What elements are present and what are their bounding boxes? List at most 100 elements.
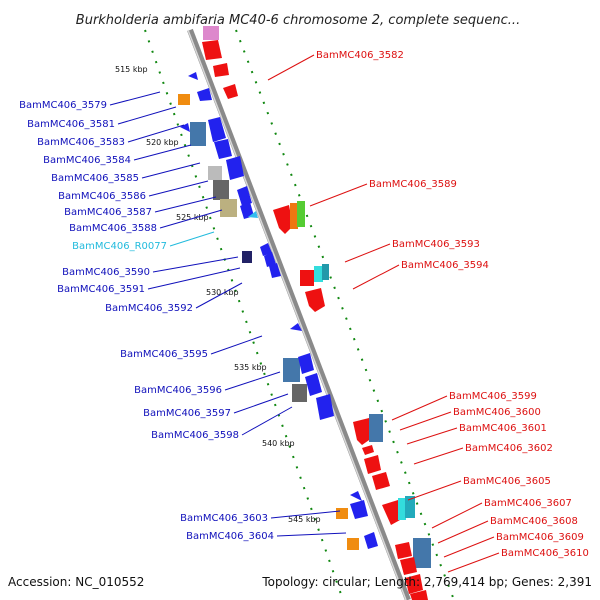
label-leader-line bbox=[154, 196, 217, 213]
gene-label-bammc406-3608[interactable]: BamMC406_3608 bbox=[490, 516, 578, 527]
gene-feature[interactable] bbox=[314, 266, 323, 282]
gene-feature[interactable] bbox=[369, 414, 383, 442]
gene-feature[interactable] bbox=[364, 455, 381, 474]
gene-label-bammc406-3581[interactable]: BamMC406_3581 bbox=[27, 119, 115, 130]
gene-feature[interactable] bbox=[197, 88, 212, 101]
label-leader-line bbox=[391, 395, 448, 421]
gene-label-bammc406-3588[interactable]: BamMC406_3588 bbox=[69, 223, 157, 234]
gene-label-bammc406-3596[interactable]: BamMC406_3596 bbox=[134, 385, 222, 396]
gene-feature[interactable] bbox=[398, 498, 406, 520]
gene-feature[interactable] bbox=[223, 84, 238, 99]
gene-feature[interactable] bbox=[362, 445, 374, 455]
gene-feature[interactable] bbox=[180, 123, 190, 132]
gene-label-bammc406-3607[interactable]: BamMC406_3607 bbox=[484, 498, 572, 509]
gene-feature[interactable] bbox=[382, 500, 400, 525]
gene-label-bammc406-3597[interactable]: BamMC406_3597 bbox=[143, 408, 231, 419]
gene-feature[interactable] bbox=[372, 472, 390, 490]
gene-feature[interactable] bbox=[208, 117, 226, 142]
gene-feature[interactable] bbox=[305, 373, 322, 396]
label-leader-line bbox=[399, 411, 452, 431]
gene-label-bammc406-3589[interactable]: BamMC406_3589 bbox=[369, 179, 457, 190]
gene-feature[interactable] bbox=[395, 542, 412, 559]
gene-label-bammc406-3579[interactable]: BamMC406_3579 bbox=[19, 100, 107, 111]
gene-label-bammc406-r0077[interactable]: BamMC406_R0077 bbox=[72, 241, 167, 252]
gene-feature[interactable] bbox=[405, 496, 415, 518]
rna-feature[interactable] bbox=[248, 211, 258, 218]
gene-label-bammc406-3604[interactable]: BamMC406_3604 bbox=[186, 531, 274, 542]
gene-feature[interactable] bbox=[202, 40, 222, 60]
label-leader-line bbox=[276, 532, 347, 537]
gene-feature[interactable] bbox=[316, 394, 334, 420]
gene-feature[interactable] bbox=[336, 508, 348, 519]
label-leader-line bbox=[141, 162, 201, 179]
gene-feature[interactable] bbox=[347, 538, 359, 550]
label-leader-line bbox=[407, 480, 462, 501]
gene-label-bammc406-3598[interactable]: BamMC406_3598 bbox=[151, 430, 239, 441]
gene-feature[interactable] bbox=[214, 139, 232, 159]
gene-feature[interactable] bbox=[413, 538, 431, 568]
gene-feature[interactable] bbox=[300, 270, 314, 286]
gene-label-bammc406-3603[interactable]: BamMC406_3603 bbox=[180, 513, 268, 524]
gene-feature[interactable] bbox=[400, 557, 417, 575]
gene-feature[interactable] bbox=[213, 63, 229, 77]
gene-label-bammc406-3610[interactable]: BamMC406_3610 bbox=[501, 548, 589, 559]
gene-label-bammc406-3593[interactable]: BamMC406_3593 bbox=[392, 239, 480, 250]
gene-label-bammc406-3587[interactable]: BamMC406_3587 bbox=[64, 207, 152, 218]
gene-feature[interactable] bbox=[297, 201, 305, 227]
gene-feature[interactable] bbox=[410, 590, 428, 600]
gene-label-bammc406-3586[interactable]: BamMC406_3586 bbox=[58, 191, 146, 202]
gene-feature[interactable] bbox=[292, 384, 307, 402]
gene-feature[interactable] bbox=[213, 180, 229, 200]
gene-feature[interactable] bbox=[240, 202, 254, 219]
gene-label-bammc406-3600[interactable]: BamMC406_3600 bbox=[453, 407, 541, 418]
gene-label-bammc406-3601[interactable]: BamMC406_3601 bbox=[459, 423, 547, 434]
label-leader-line bbox=[159, 209, 223, 229]
gene-label-bammc406-3594[interactable]: BamMC406_3594 bbox=[401, 260, 489, 271]
gene-label-bammc406-3592[interactable]: BamMC406_3592 bbox=[105, 303, 193, 314]
gene-label-bammc406-3583[interactable]: BamMC406_3583 bbox=[37, 137, 125, 148]
gene-feature[interactable] bbox=[260, 243, 272, 256]
gene-feature[interactable] bbox=[322, 264, 329, 280]
gene-label-bammc406-3602[interactable]: BamMC406_3602 bbox=[465, 443, 553, 454]
gene-feature[interactable] bbox=[226, 156, 244, 180]
scale-marks: 515 kbp 520 kbp 525 kbp 530 kbp 535 kbp … bbox=[115, 65, 321, 524]
gene-label-bammc406-3582[interactable]: BamMC406_3582 bbox=[316, 50, 404, 61]
label-leader-line bbox=[413, 447, 464, 465]
label-leader-line bbox=[443, 536, 495, 558]
gene-feature[interactable] bbox=[305, 288, 325, 312]
gene-feature[interactable] bbox=[298, 353, 314, 374]
gene-label-bammc406-3585[interactable]: BamMC406_3585 bbox=[51, 173, 139, 184]
label-leader-line bbox=[169, 231, 215, 247]
gene-feature[interactable] bbox=[273, 205, 293, 234]
gene-feature[interactable] bbox=[364, 532, 378, 549]
gene-feature[interactable] bbox=[290, 323, 302, 331]
gene-label-bammc406-3609[interactable]: BamMC406_3609 bbox=[496, 532, 584, 543]
label-leader-line bbox=[447, 552, 500, 573]
gene-feature[interactable] bbox=[264, 252, 276, 267]
label-leader-line bbox=[109, 91, 161, 106]
label-leader-line bbox=[133, 144, 192, 161]
gene-feature[interactable] bbox=[353, 418, 372, 445]
map-title: Burkholderia ambifaria MC40-6 chromosome… bbox=[76, 13, 520, 28]
gene-label-bammc406-3584[interactable]: BamMC406_3584 bbox=[43, 155, 131, 166]
gene-label-bammc406-3605[interactable]: BamMC406_3605 bbox=[463, 476, 551, 487]
gene-feature[interactable] bbox=[350, 500, 368, 519]
gene-feature[interactable] bbox=[350, 491, 362, 501]
label-leader-line bbox=[406, 427, 458, 445]
gene-feature[interactable] bbox=[405, 574, 423, 594]
gene-label-bammc406-3599[interactable]: BamMC406_3599 bbox=[449, 391, 537, 402]
gene-feature[interactable] bbox=[203, 26, 219, 40]
gene-feature[interactable] bbox=[178, 94, 190, 105]
gene-feature[interactable] bbox=[220, 199, 237, 217]
gene-feature[interactable] bbox=[208, 166, 222, 180]
gene-feature[interactable] bbox=[188, 72, 198, 80]
gene-label-bammc406-3595[interactable]: BamMC406_3595 bbox=[120, 349, 208, 360]
gene-feature[interactable] bbox=[190, 122, 206, 146]
gene-feature[interactable] bbox=[242, 251, 252, 263]
gene-feature[interactable] bbox=[290, 203, 298, 229]
gene-label-bammc406-3590[interactable]: BamMC406_3590 bbox=[62, 267, 150, 278]
gene-feature[interactable] bbox=[283, 358, 300, 382]
gene-feature[interactable] bbox=[269, 263, 281, 278]
gene-feature[interactable] bbox=[237, 186, 252, 206]
gene-label-bammc406-3591[interactable]: BamMC406_3591 bbox=[57, 284, 145, 295]
